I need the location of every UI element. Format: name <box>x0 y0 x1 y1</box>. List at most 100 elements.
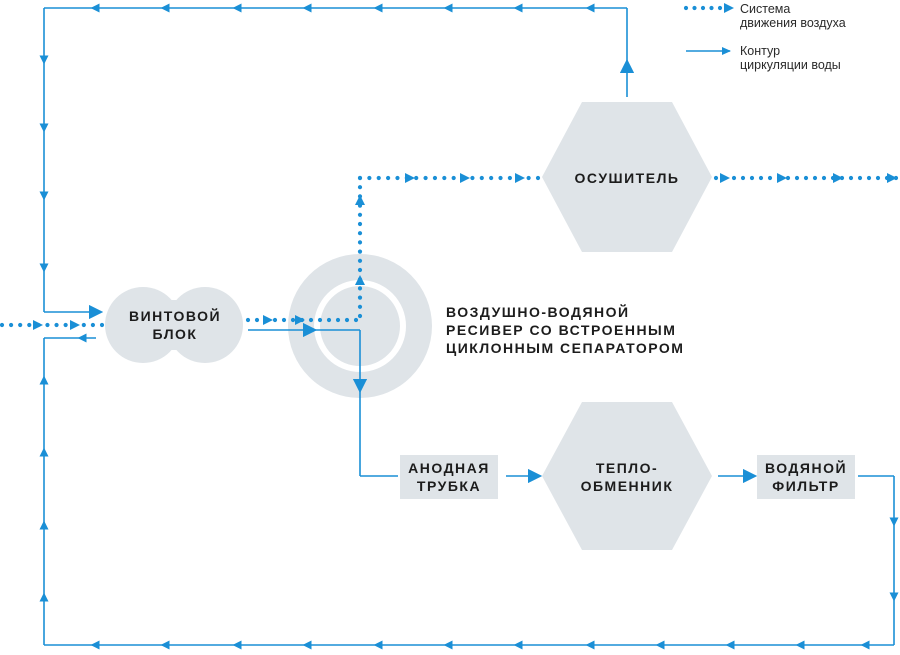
air-receiver-up-dot <box>357 267 363 273</box>
air-outlet-dot <box>875 175 881 181</box>
water-arrow-top <box>160 3 170 13</box>
air-inlet-dot <box>81 322 86 328</box>
water-filter-node: ВОДЯНОЙ ФИЛЬТР <box>757 455 855 499</box>
air-to-dryer-dot <box>507 175 512 181</box>
anode-tube-node: АНОДНАЯ ТРУБКА <box>400 455 498 499</box>
air-flow-path <box>0 173 899 330</box>
air-outlet-dot <box>794 175 800 181</box>
water-arrowheads <box>39 3 899 650</box>
air-receiver-up-dot <box>357 295 363 300</box>
air-outlet-dot <box>740 175 746 181</box>
water-arrow-right-down <box>889 517 899 527</box>
air-receiver-up-dot <box>357 231 363 236</box>
water-arrow-bottom <box>585 640 595 650</box>
air-arrow <box>263 315 273 325</box>
water-arrow-top <box>302 3 312 13</box>
air-arrow <box>355 275 365 285</box>
air-outlet-dot <box>803 175 809 181</box>
air-to-dryer-dot <box>498 175 503 181</box>
water-arrow-top <box>232 3 242 13</box>
air-receiver-up-dot <box>357 240 363 245</box>
water-arrow-bottom <box>513 640 523 650</box>
air-inlet-dot <box>18 322 23 328</box>
air-receiver-up-dot <box>357 304 363 309</box>
air-arrow <box>33 320 43 330</box>
legend-air-arrow <box>724 3 734 13</box>
air-arrow <box>70 320 80 330</box>
air-to-dryer-dot <box>414 175 419 181</box>
air-to-dryer-dot <box>357 175 363 181</box>
water-arrow-top <box>585 3 595 13</box>
air-outlet-dot <box>857 175 863 181</box>
legend-air-dot <box>717 5 723 11</box>
water-arrow-left-up <box>39 375 49 385</box>
air-to-dryer-dot <box>367 175 372 181</box>
air-to-dryer-dot <box>386 175 391 181</box>
air-outlet-dot <box>866 175 872 181</box>
air-outlet-dot <box>758 175 764 181</box>
air-arrow <box>515 173 525 183</box>
air-arrow <box>460 173 470 183</box>
water-arrow-left-down <box>39 55 49 65</box>
water-arrow-bottom <box>795 640 805 650</box>
air-outlet-dot <box>731 175 737 181</box>
air-to-dryer-dot <box>432 175 438 181</box>
air-inlet-dot <box>0 322 5 328</box>
water-arrow-right-down <box>889 592 899 602</box>
air-to-dryer-dot <box>376 175 381 181</box>
air-arrow <box>405 173 415 183</box>
air-to-dryer-dot <box>423 175 428 181</box>
air-arrow <box>720 173 730 183</box>
air-arrow <box>295 315 305 325</box>
air-inlet-dot <box>54 322 59 328</box>
water-arrow-bottom <box>302 640 312 650</box>
water-arrow-bottom <box>860 640 870 650</box>
screw-block-label: ВИНТОВОЙ БЛОК <box>128 308 222 342</box>
air-receiver-up-dot <box>357 212 363 217</box>
anode-tube-label: АНОДНАЯ ТРУБКА <box>408 460 490 494</box>
air-outlet-dot <box>848 175 854 181</box>
air-inlet-dot <box>90 322 96 328</box>
water-arrow-left-down <box>39 191 49 201</box>
water-arrow-bottom <box>90 640 100 650</box>
air-outlet-dot <box>812 175 818 181</box>
water-arrow-top <box>90 3 100 13</box>
dryer-shape <box>542 102 712 252</box>
water-arrow-left-up <box>39 520 49 530</box>
air-outlet-dot <box>785 175 791 181</box>
air-to-dryer-dot <box>479 175 484 181</box>
water-arrow-left-up <box>39 592 49 602</box>
air-screw-receiver-dot <box>326 317 332 323</box>
air-to-dryer-dot <box>489 175 494 181</box>
air-screw-receiver-dot <box>272 317 278 323</box>
air-inlet-dot <box>27 322 32 328</box>
air-outlet-dot <box>821 175 827 181</box>
air-screw-receiver-dot <box>353 317 359 323</box>
air-to-dryer-dot <box>442 175 447 181</box>
screw-block-shape <box>105 287 243 363</box>
legend-air-dot <box>692 5 697 11</box>
water-arrow-bottom <box>655 640 665 650</box>
water-arrow-bottom <box>373 640 383 650</box>
air-arrow <box>833 173 843 183</box>
air-inlet-dot <box>45 322 50 328</box>
air-inlet-dot <box>99 322 105 328</box>
air-outlet-dot <box>767 175 773 181</box>
air-receiver-up-dot <box>357 221 363 227</box>
air-screw-receiver-dot <box>317 317 323 323</box>
legend-air-dot <box>683 5 689 11</box>
air-to-dryer-dot <box>451 175 456 181</box>
heat-exchanger-label: ТЕПЛО- ОБМЕННИК <box>580 460 674 494</box>
legend-air-swatch <box>683 3 734 13</box>
air-screw-receiver-dot <box>245 317 251 323</box>
air-receiver-up-dot <box>357 258 363 263</box>
air-arrow <box>777 173 787 183</box>
legend-air-label: Система движения воздуха <box>740 2 846 30</box>
water-arrow-return <box>77 333 87 343</box>
legend-swatches <box>683 3 734 55</box>
air-screw-receiver-dot <box>281 317 287 323</box>
dryer-label: ОСУШИТЕЛЬ <box>574 170 680 186</box>
water-filter-label: ВОДЯНОЙ ФИЛЬТР <box>764 460 848 494</box>
air-outlet-dot <box>749 175 755 181</box>
